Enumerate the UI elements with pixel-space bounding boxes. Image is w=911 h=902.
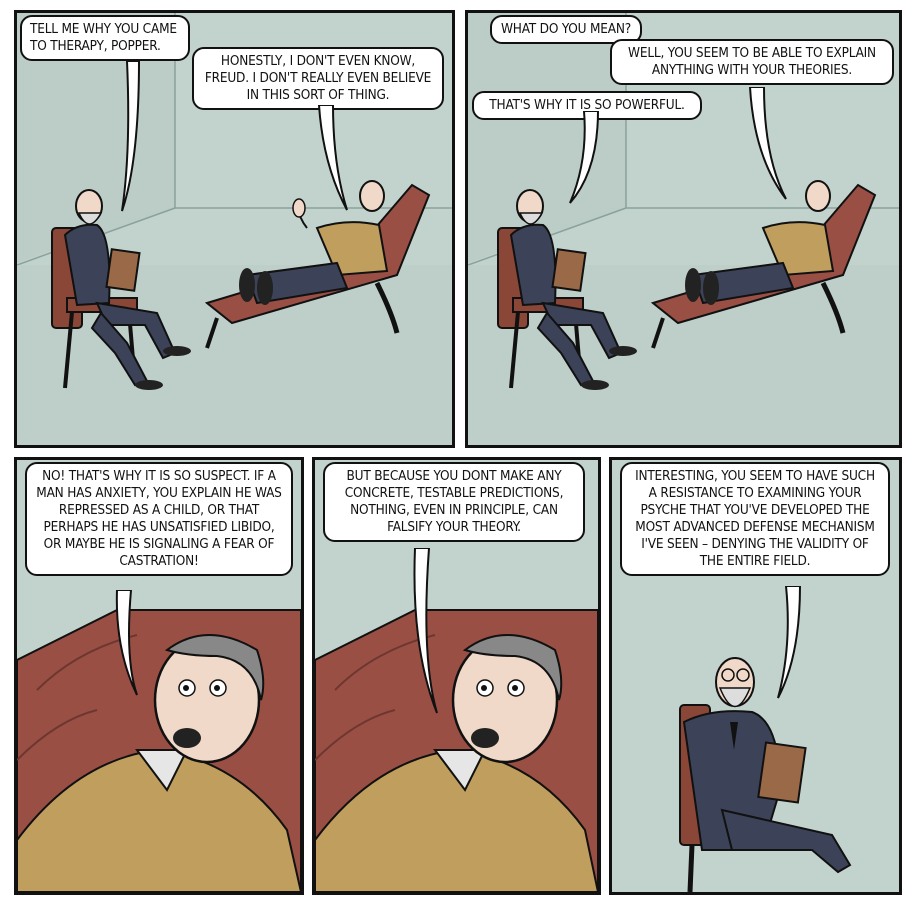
- bubble-tail: [413, 548, 438, 714]
- panel-5: Interesting, you seem to have such a res…: [609, 457, 902, 895]
- panel-4: But because you dont make any concrete, …: [312, 457, 601, 895]
- bubble-tail: [121, 61, 141, 212]
- speech-bubble-popper: No! That's why it is so suspect. If a ma…: [25, 462, 293, 576]
- panel-1-scene: [17, 13, 452, 445]
- panel-1: Tell me why you came to therapy, Popper.…: [14, 10, 455, 448]
- speech-bubble-freud: Interesting, you seem to have such a res…: [620, 462, 890, 576]
- popper-figure: [239, 180, 389, 305]
- freud-figure: [63, 189, 191, 390]
- panel-5-scene: [679, 657, 852, 892]
- freud-figure: [509, 189, 637, 390]
- panel-4-scene: [315, 609, 598, 892]
- panel-3-scene: [17, 609, 301, 892]
- speech-bubble-popper-2: That's why it is so powerful.: [472, 91, 702, 120]
- panel-2: What do you mean? Well, you seem to be a…: [465, 10, 902, 448]
- bubble-tail: [317, 105, 348, 211]
- popper-closeup: [315, 634, 598, 892]
- bubble-tail: [569, 111, 600, 204]
- panel-2-scene: [468, 13, 899, 445]
- speech-bubble-popper: Honestly, I don't even know, Freud. I do…: [192, 47, 444, 110]
- bubble-tail: [777, 586, 802, 699]
- panel-3: No! That's why it is so suspect. If a ma…: [14, 457, 304, 895]
- speech-bubble-freud: Tell me why you came to therapy, Popper.: [20, 15, 190, 61]
- bubble-tail: [748, 87, 787, 200]
- speech-bubble-freud: Well, you seem to be able to explain any…: [610, 39, 894, 85]
- popper-closeup: [17, 634, 301, 892]
- bubble-tail: [115, 590, 138, 696]
- speech-bubble-popper: But because you dont make any concrete, …: [323, 462, 585, 542]
- freud-figure: [682, 657, 852, 874]
- popper-figure: [685, 180, 835, 305]
